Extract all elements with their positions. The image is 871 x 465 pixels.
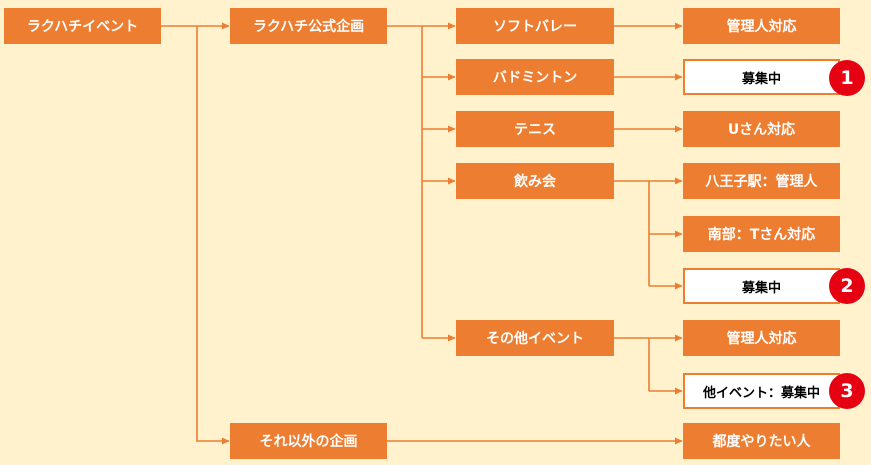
other-plans-node: それ以外の企画 — [230, 423, 387, 459]
leaf-badminton-recruiting-node: 募集中 — [683, 59, 840, 95]
event-other-node: その他イベント — [456, 320, 614, 356]
connector-root-other — [196, 26, 230, 445]
event-tennis-node: テニス — [456, 111, 614, 147]
root-node: ラクハチイベント — [4, 8, 161, 44]
leaf-outside-node: 都度やりたい人 — [683, 423, 840, 459]
event-nomikai-node: 飲み会 — [456, 163, 614, 199]
leaf-nomikai-recruiting-node: 募集中 — [683, 268, 840, 304]
number-badge-3: 3 — [829, 373, 865, 409]
leaf-softvolley-node: 管理人対応 — [683, 8, 840, 44]
leaf-other-recruiting-node: 他イベント：募集中 — [683, 373, 840, 409]
number-badge-1: 1 — [829, 60, 865, 96]
leaf-nomikai-nanbu-node: 南部：Tさん対応 — [683, 216, 840, 252]
official-events-node: ラクハチ公式企画 — [230, 8, 387, 44]
leaf-tennis-node: Uさん対応 — [683, 111, 840, 147]
event-softvolley-node: ソフトバレー — [456, 8, 614, 44]
leaf-nomikai-hachioji-node: 八王子駅：管理人 — [683, 163, 840, 199]
leaf-other-admin-node: 管理人対応 — [683, 320, 840, 356]
event-badminton-node: バドミントン — [456, 59, 614, 95]
number-badge-2: 2 — [829, 268, 865, 304]
